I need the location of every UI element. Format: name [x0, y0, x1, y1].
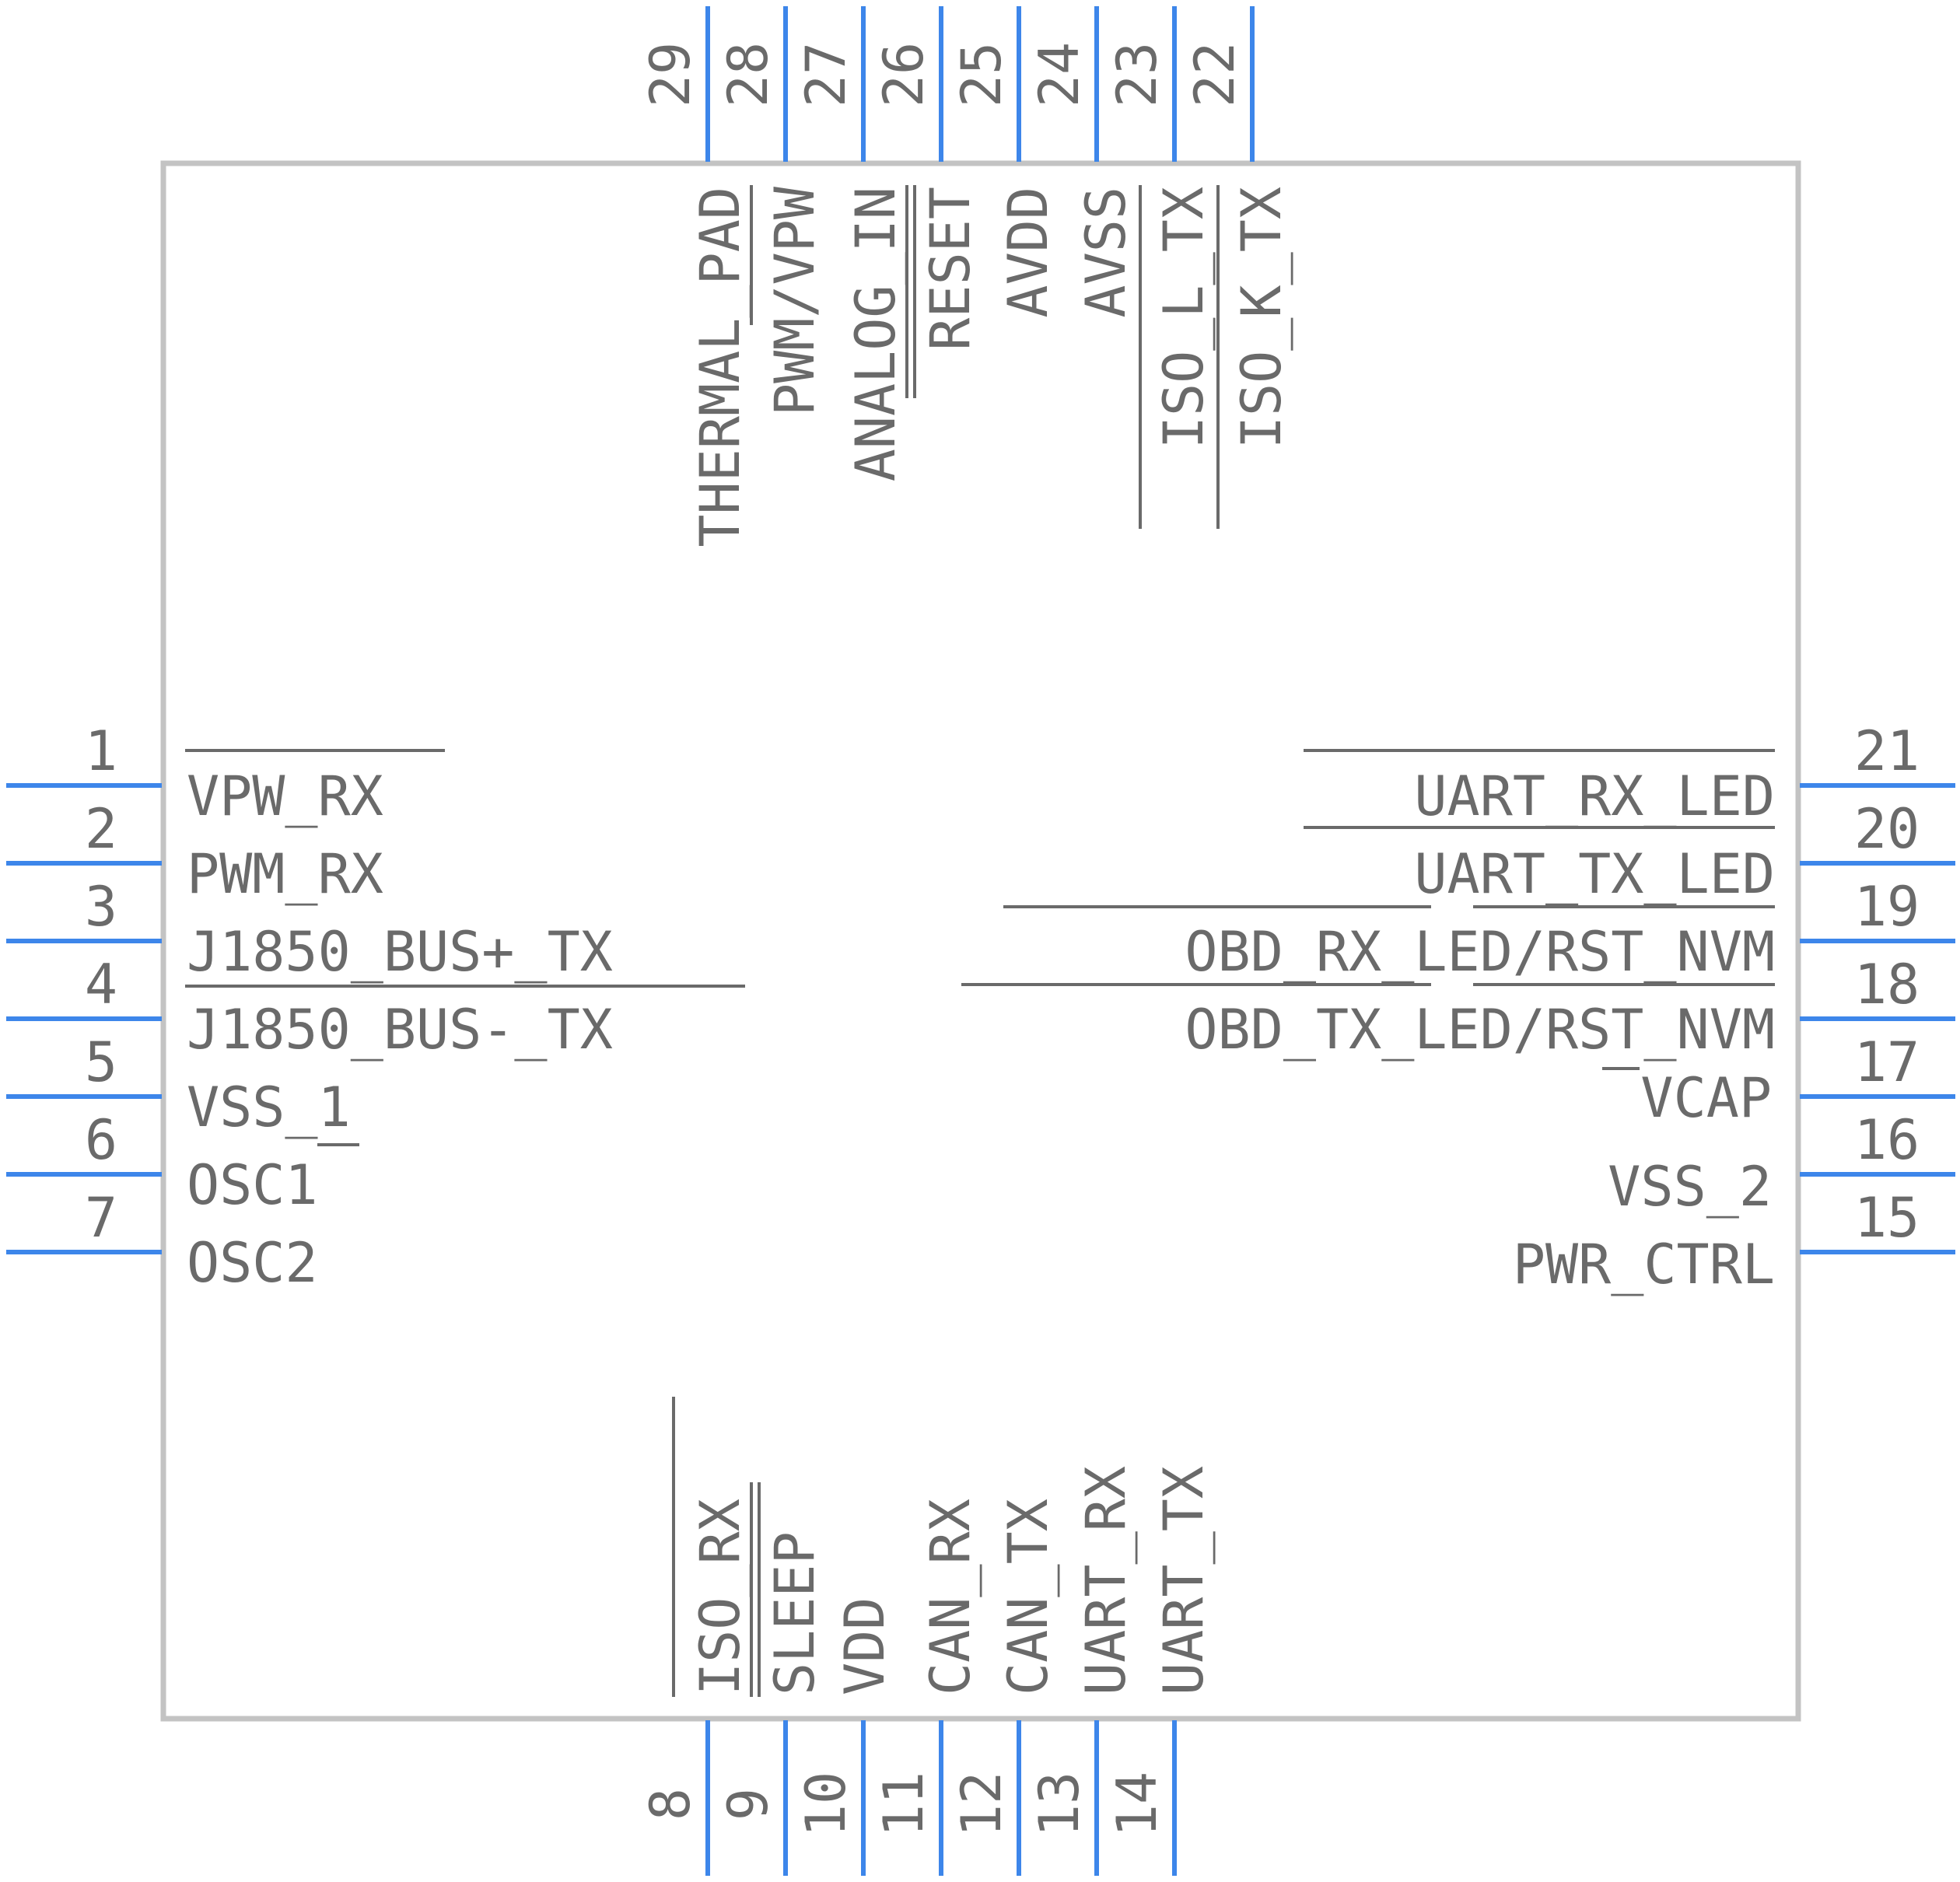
pin-12-label: CAN_TX [996, 1499, 1060, 1695]
pin-26: 26 RESET [872, 6, 982, 351]
pin-23-label: ISO_L_TX [1152, 187, 1216, 449]
bottom-pins: 8 ISO_RX 9 SLEEP 10 VDD 11 CAN_RX 12 CAN… [639, 1466, 1216, 1876]
pin-1: 1 VPW_RX [6, 719, 383, 828]
pin-27-label: ANALOG_IN [844, 187, 908, 481]
pin-12-number: 12 [950, 1772, 1013, 1837]
pin-22: 22 ISO_K_TX [1183, 6, 1293, 449]
pin-11-number: 11 [872, 1772, 936, 1837]
pin-28-number: 28 [716, 42, 780, 107]
pin-8-label: ISO_RX [688, 1499, 752, 1695]
pin-2: 2 PWM_RX [6, 797, 383, 906]
pin-20-label: UART_TX_LED [1414, 842, 1775, 906]
pin-4: 4 J1850_BUS-_TX [6, 953, 613, 1062]
pin-9-number: 9 [716, 1788, 780, 1821]
pin-28: 28 PWM/VPW [716, 6, 827, 416]
pin-25-number: 25 [950, 42, 1013, 107]
pin-23-number: 23 [1105, 42, 1169, 107]
pin-25: 25 AVDD [950, 6, 1060, 318]
pin-24-label: AVSS [1074, 187, 1138, 318]
left-pins: 1 VPW_RX 2 PWM_RX 3 J1850_BUS+_TX 4 J185… [6, 719, 613, 1295]
pin-1-number: 1 [85, 719, 117, 783]
pin-7: 7 OSC2 [6, 1186, 318, 1295]
pin-22-label: ISO_K_TX [1230, 187, 1293, 449]
top-pins: 29 THERMAL_PAD 28 PWM/VPW 27 ANALOG_IN 2… [639, 6, 1293, 547]
pin-8-number: 8 [639, 1788, 702, 1821]
pin-17: 17 VCAP [1640, 1030, 1955, 1130]
pin-11: 11 CAN_RX [872, 1499, 982, 1876]
pin-17-label: VCAP [1640, 1066, 1772, 1130]
pin-15-number: 15 [1854, 1186, 1920, 1250]
pin-29-label: THERMAL_PAD [688, 187, 752, 547]
pin-14-number: 14 [1105, 1772, 1169, 1837]
pin-5: 5 VSS_1 [6, 1030, 351, 1139]
pin-29-number: 29 [639, 42, 702, 107]
pin-9: 9 SLEEP [716, 1531, 827, 1876]
pin-9-label: SLEEP [763, 1531, 827, 1695]
pin-14-label: UART_TX [1152, 1466, 1216, 1695]
pin-19-label: OBD_RX_LED/RST_NVM [1185, 920, 1775, 984]
pin-6-label: OSC1 [187, 1153, 318, 1217]
pin-2-number: 2 [85, 797, 117, 861]
pin-21-number: 21 [1854, 719, 1920, 783]
pin-15-label: PWR_CTRL [1513, 1233, 1775, 1296]
pin-24-number: 24 [1027, 42, 1091, 107]
pin-13-number: 13 [1027, 1772, 1091, 1837]
pin-21: 21 UART_RX_LED [1414, 719, 1955, 828]
pin-10: 10 VDD [794, 1597, 897, 1876]
ic-body [160, 160, 1801, 1722]
pin-22-number: 22 [1183, 42, 1247, 107]
pin-7-label: OSC2 [187, 1231, 318, 1295]
pin-2-label: PWM_RX [187, 842, 383, 906]
pin-7-number: 7 [85, 1186, 117, 1250]
pin-4-label: J1850_BUS-_TX [187, 998, 613, 1062]
pin-15: 15 PWR_CTRL [1513, 1186, 1955, 1296]
pin-10-number: 10 [794, 1772, 858, 1837]
pin-11-label: CAN_RX [919, 1499, 982, 1695]
pin-13-label: UART_RX [1074, 1466, 1138, 1695]
pin-19-number: 19 [1854, 875, 1920, 939]
pin-27: 27 ANALOG_IN [794, 6, 908, 481]
pin-16-label: VSS_2 [1608, 1155, 1772, 1219]
pin-29: 29 THERMAL_PAD [639, 6, 752, 547]
pin-3-number: 3 [85, 875, 117, 939]
pin-6: 6 OSC1 [6, 1108, 318, 1217]
pin-21-label: UART_RX_LED [1414, 764, 1775, 828]
right-pins: 21 UART_RX_LED 20 UART_TX_LED 19 OBD_RX_… [1185, 719, 1955, 1296]
pin-14: 14 UART_TX [1105, 1466, 1216, 1876]
pin-4-number: 4 [85, 953, 117, 1016]
pin-26-number: 26 [872, 42, 936, 107]
pin-5-number: 5 [85, 1030, 117, 1094]
pin-28-label: PWM/VPW [763, 186, 827, 416]
pin-13: 13 UART_RX [1027, 1466, 1138, 1876]
pin-27-number: 27 [794, 42, 858, 107]
pin-1-label: VPW_RX [187, 764, 383, 828]
pin-25-label: AVDD [996, 187, 1060, 318]
pin-18-label: OBD_TX_LED/RST_NVM [1185, 998, 1775, 1062]
pin-12: 12 CAN_TX [950, 1499, 1060, 1876]
pin-10-label: VDD [833, 1597, 897, 1695]
pin-20-number: 20 [1854, 797, 1920, 861]
pin-18: 18 OBD_TX_LED/RST_NVM [1185, 953, 1955, 1062]
pin-17-number: 17 [1854, 1030, 1920, 1094]
pin-16-number: 16 [1854, 1108, 1920, 1172]
overline-bars [185, 185, 1775, 1697]
pin-26-label: RESET [919, 187, 982, 351]
pin-3-label: J1850_BUS+_TX [187, 920, 613, 984]
pin-3: 3 J1850_BUS+_TX [6, 875, 613, 984]
pin-23: 23 ISO_L_TX [1105, 6, 1216, 449]
pin-8: 8 ISO_RX [639, 1499, 752, 1876]
pin-24: 24 AVSS [1027, 6, 1138, 318]
pin-20: 20 UART_TX_LED [1414, 797, 1955, 906]
pin-5-label: VSS_1 [187, 1076, 351, 1139]
pin-6-number: 6 [85, 1108, 117, 1172]
pin-16: 16 VSS_2 [1608, 1108, 1955, 1219]
pin-19: 19 OBD_RX_LED/RST_NVM [1185, 875, 1955, 984]
pin-18-number: 18 [1854, 953, 1920, 1016]
